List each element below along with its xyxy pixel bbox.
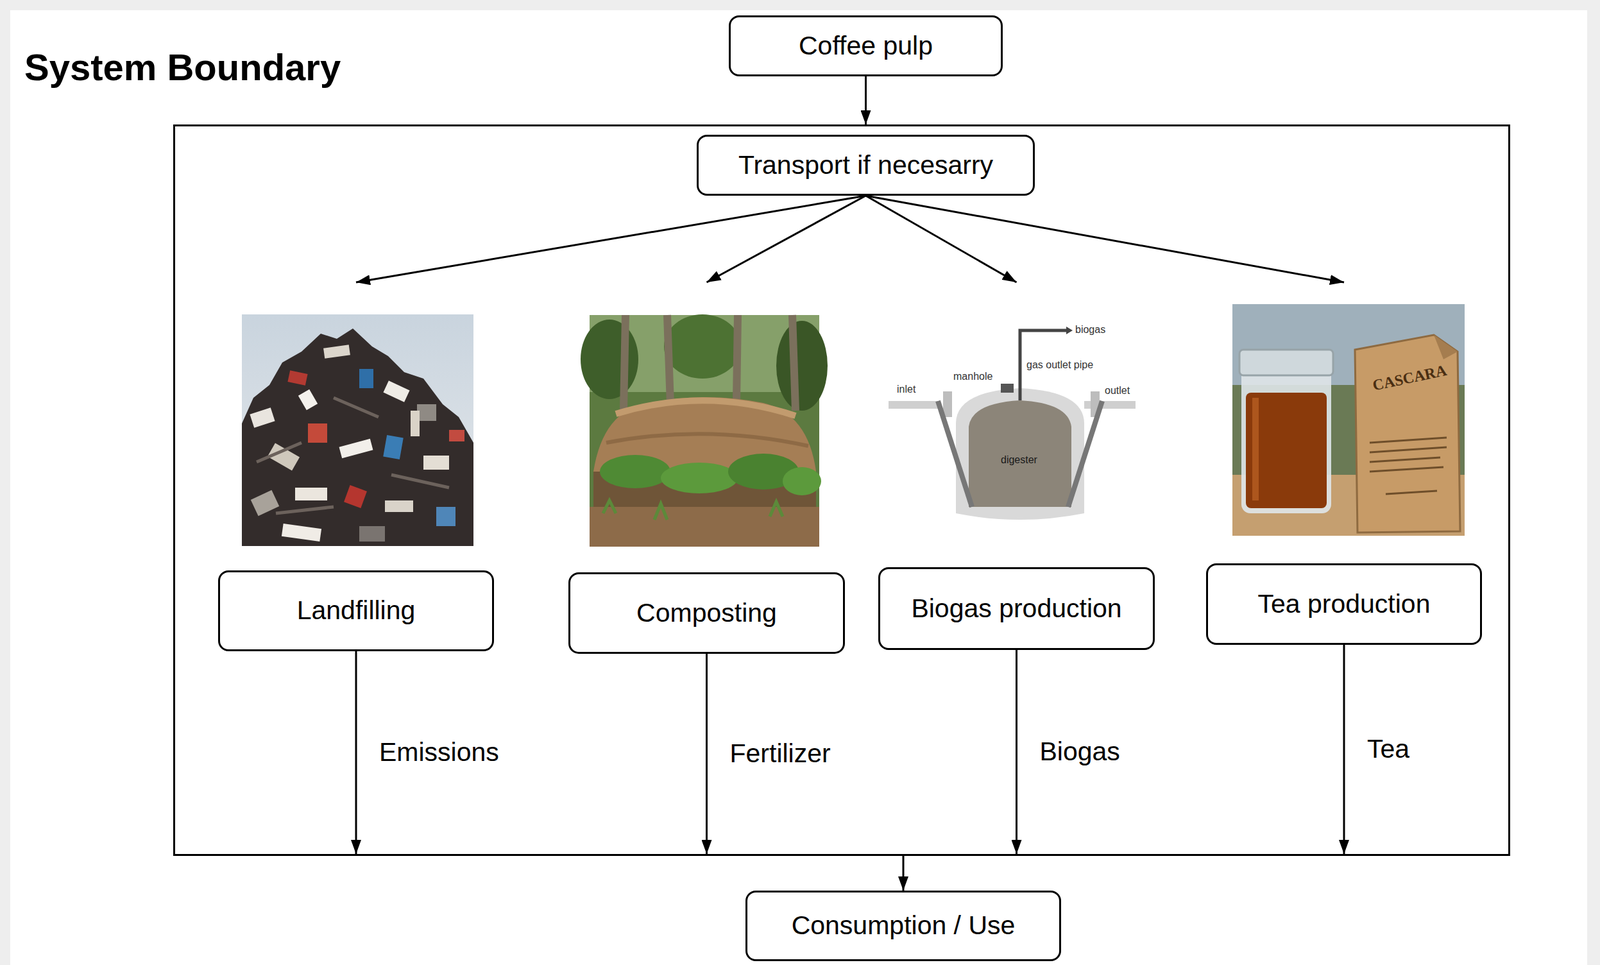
boundary-title: System Boundary (24, 46, 341, 90)
digester-sketch (888, 326, 1136, 520)
input-box: Coffee pulp (728, 15, 1003, 77)
flow-arrow (1343, 644, 1346, 854)
flow-label: Fertilizer (727, 738, 834, 769)
flow-arrow (866, 195, 1345, 283)
treatment-option: Composting (568, 282, 845, 654)
flow-arrow (705, 653, 708, 854)
landfill-photo (241, 314, 474, 546)
process-box-outline: Composting (568, 572, 845, 654)
system-boundary: Transport if necesarryLandfilling Compost… (173, 124, 1511, 856)
image-label: outlet (1104, 384, 1130, 397)
flow-arrow (356, 195, 867, 283)
box-label: Composting (636, 597, 777, 629)
flow-arrow (902, 855, 905, 891)
tea-photo (1232, 304, 1465, 536)
compost-photo (580, 314, 828, 547)
box-label: Landfilling (297, 595, 416, 626)
flow-label: Tea (1364, 733, 1413, 765)
flow-label: Biogas (1037, 736, 1123, 767)
box-label: Transport if necesarry (738, 150, 994, 181)
output-box: Consumption / Use (745, 890, 1062, 962)
box-label: Coffee pulp (798, 30, 933, 61)
treatment-option: Landfilling (218, 282, 494, 652)
image-label: inlet (896, 383, 916, 396)
flow-label: Emissions (376, 737, 502, 768)
flow-arrow (864, 76, 867, 125)
page-margin (1587, 0, 1600, 965)
process-box-outline: Tea production (1206, 563, 1482, 645)
box-label: Consumption / Use (791, 910, 1016, 941)
process-box: Transport if necesarry (696, 134, 1035, 196)
flow-arrow (706, 195, 867, 283)
image-label: biogas (1075, 323, 1106, 336)
process-box-outline: Biogas production (878, 567, 1155, 650)
treatment-option: Tea production (1206, 282, 1482, 645)
box-label: Biogas production (910, 593, 1122, 624)
image-label: digester (1000, 454, 1038, 466)
treatment-option: Biogas production (878, 282, 1155, 650)
flow-arrow (1015, 649, 1018, 854)
image-label: manhole (953, 370, 993, 383)
process-box-outline: Landfilling (218, 570, 494, 652)
box-label: Tea production (1258, 588, 1431, 620)
flow-arrow (355, 651, 358, 854)
page-margin (0, 0, 1600, 11)
image-label: gas outlet pipe (1026, 359, 1094, 371)
page-margin (0, 0, 11, 965)
